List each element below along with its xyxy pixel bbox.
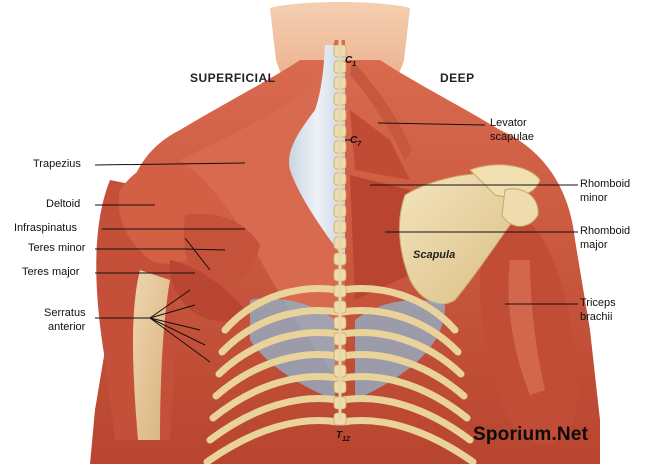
label-rhomboid-minor-1: Rhomboid: [580, 178, 630, 191]
label-triceps-brachii-1: Triceps: [580, 297, 616, 310]
vertebra-c7: C7: [350, 135, 361, 148]
label-levator-scapulae-2: scapulae: [490, 131, 534, 144]
label-serratus-anterior-1: Serratus: [44, 307, 86, 320]
label-teres-major: Teres major: [22, 266, 79, 279]
header-deep: DEEP: [440, 71, 475, 85]
label-rhomboid-major-2: major: [580, 239, 608, 252]
label-rhomboid-minor-2: minor: [580, 192, 608, 205]
label-triceps-brachii-2: brachii: [580, 311, 612, 324]
label-serratus-anterior-2: anterior: [48, 321, 85, 334]
label-rhomboid-major-1: Rhomboid: [580, 225, 630, 238]
label-infraspinatus: Infraspinatus: [14, 222, 77, 235]
vertebra-c1: C1: [345, 55, 356, 68]
label-deltoid: Deltoid: [46, 198, 80, 211]
vertebra-t12: T12: [336, 430, 350, 443]
watermark: Sporium.Net: [473, 424, 588, 446]
label-trapezius: Trapezius: [33, 158, 81, 171]
label-levator-scapulae-1: Levator: [490, 117, 527, 130]
label-scapula: Scapula: [413, 249, 455, 261]
header-superficial: SUPERFICIAL: [190, 71, 276, 85]
label-teres-minor: Teres minor: [28, 242, 85, 255]
